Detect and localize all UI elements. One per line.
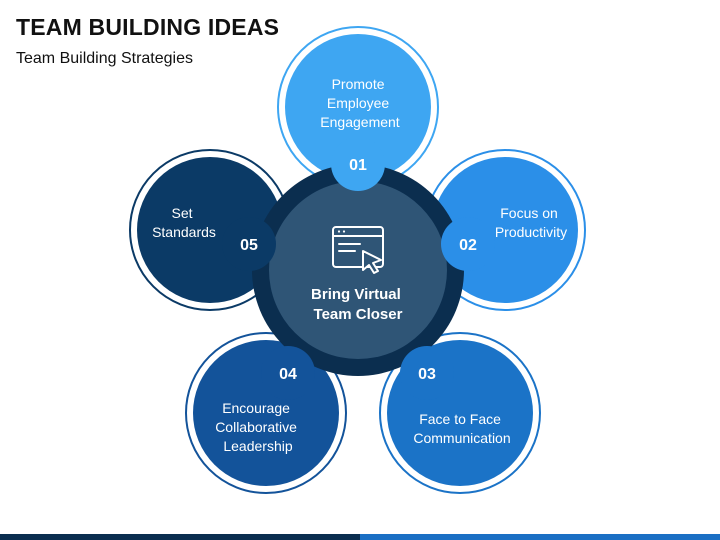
item-03-line-2: Communication [413, 430, 510, 446]
svg-text:Focus on Productivity: Focus on Productivity [495, 205, 567, 240]
badge-01-number: 01 [349, 157, 367, 174]
footer-bar-dark [0, 534, 360, 540]
item-01: Promote Employee Engagement [277, 26, 439, 188]
center-hub: Bring Virtual Team Closer [252, 164, 464, 376]
item-04-line-1: Encourage [222, 400, 290, 416]
item-05-line-2: Standards [152, 224, 216, 240]
badge-02-number: 02 [459, 237, 477, 254]
badge-03: 03 [400, 346, 454, 400]
badge-04-number: 04 [279, 366, 297, 383]
item-01-line-1: Promote [332, 76, 385, 92]
center-circle [269, 181, 447, 359]
svg-text:Bring Virtual Team Close: Bring Virtual Team Closer [311, 286, 405, 323]
svg-text:Promote Employee E: Promote Employee Engagement [320, 76, 400, 130]
item-04-line-2: Collaborative [215, 419, 297, 435]
badge-04: 04 [261, 346, 315, 400]
browser-cursor-icon [332, 226, 384, 274]
svg-text:Set Standards: Set Standards [152, 205, 216, 240]
item-03-line-1: Face to Face [419, 411, 501, 427]
footer-bar [0, 534, 720, 540]
svg-text:Encourage Collaborative: Encourage Collaborative Leadership [215, 400, 301, 454]
badge-03-number: 03 [418, 366, 436, 383]
item-01-circle [285, 34, 431, 180]
badge-01: 01 [331, 137, 385, 191]
badge-05-number: 05 [240, 237, 258, 254]
page-subtitle: Team Building Strategies [16, 50, 193, 67]
item-05-line-1: Set [172, 205, 193, 221]
item-01-line-3: Engagement [320, 114, 400, 130]
badge-02: 02 [441, 217, 495, 271]
center-line-2: Team Closer [314, 306, 403, 323]
badge-05: 05 [222, 217, 276, 271]
center-line-1: Bring Virtual [311, 286, 401, 303]
page-title: TEAM BUILDING IDEAS [16, 14, 280, 40]
item-04-line-3: Leadership [223, 438, 292, 454]
item-01-line-2: Employee [327, 95, 389, 111]
footer-bar-blue [360, 534, 720, 540]
svg-text:Face to Face Communicati: Face to Face Communication [413, 411, 510, 446]
item-02-line-2: Productivity [495, 224, 567, 240]
item-02-line-1: Focus on [500, 205, 558, 221]
